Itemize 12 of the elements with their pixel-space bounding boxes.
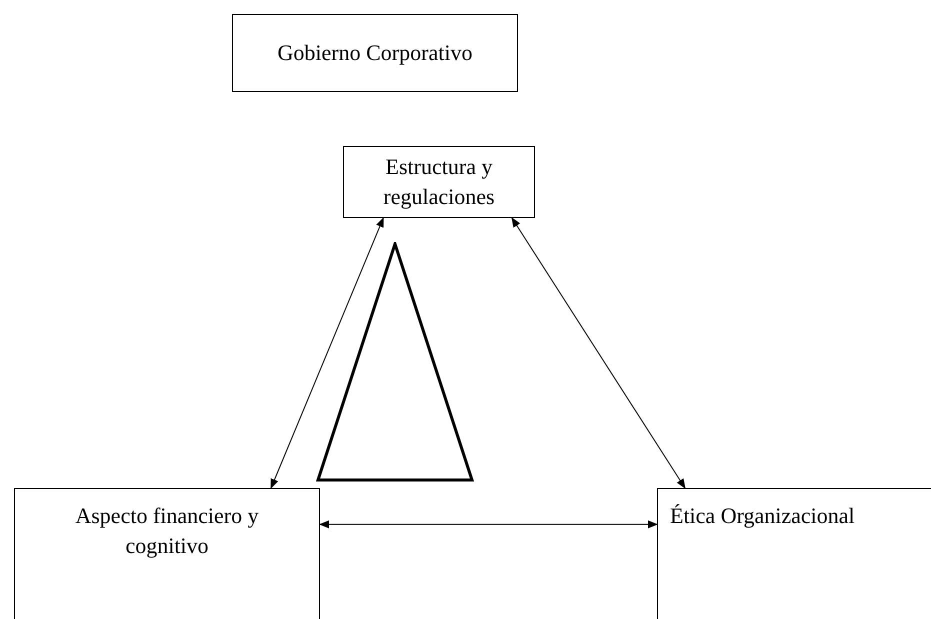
text-box (343, 146, 535, 218)
double-arrow (319, 520, 658, 528)
text-box (232, 14, 518, 92)
box-label: Aspecto financiero y cognitivo (74, 502, 260, 560)
text-box (14, 488, 320, 619)
text-box (657, 488, 931, 619)
box-label: Ética Organizacional (670, 502, 855, 530)
double-arrow (511, 217, 686, 489)
triangle-shape (316, 242, 474, 482)
box-label: Gobierno Corporativo (278, 39, 472, 67)
box-label: Estructura y regulaciones (382, 153, 496, 211)
double-arrow (270, 217, 384, 489)
